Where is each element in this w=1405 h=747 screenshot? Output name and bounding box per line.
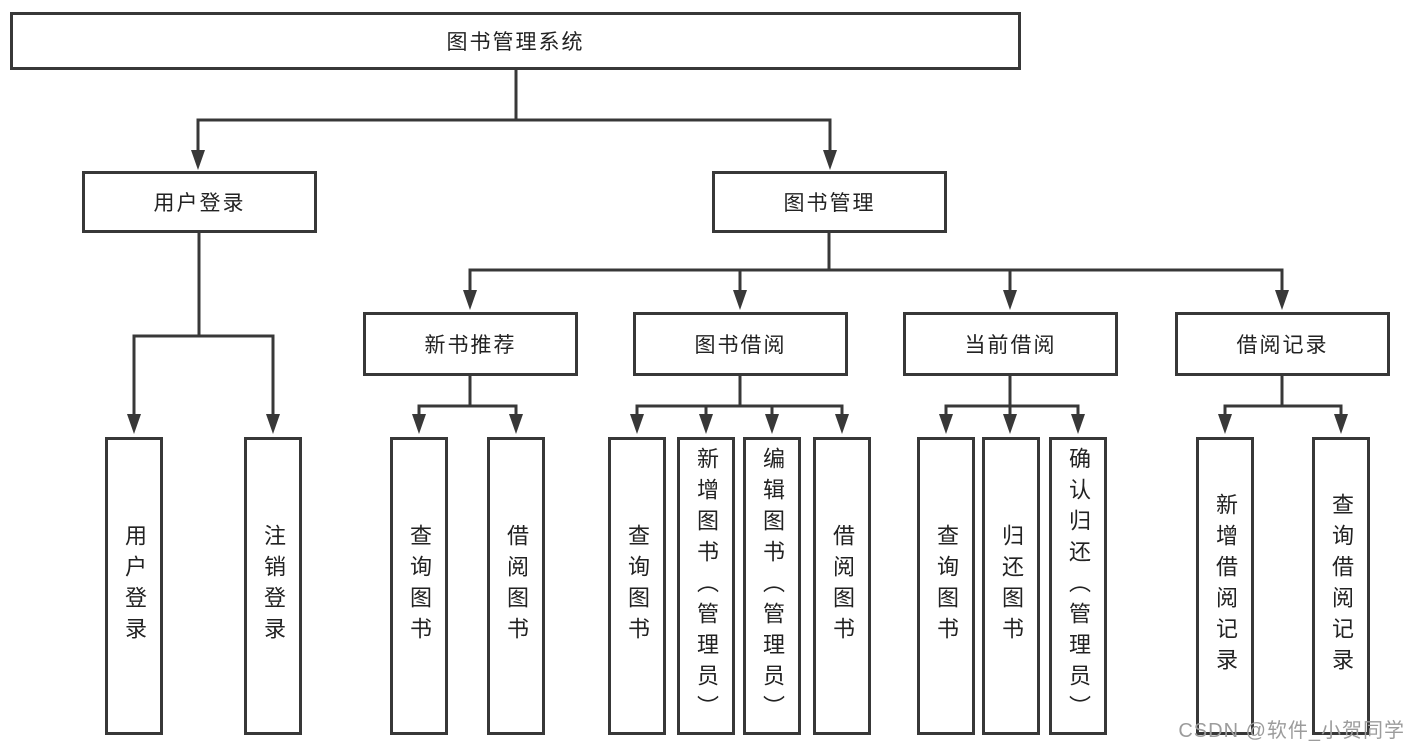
node-new-book-recommendation: 新书推荐: [363, 312, 578, 376]
node-return-books: 归还图书: [982, 437, 1040, 735]
node-label: 新书推荐: [424, 334, 517, 357]
node-label: 查询借阅记录: [1329, 493, 1354, 679]
node-label: 新增图书（管理员）: [694, 446, 719, 726]
node-book-management: 图书管理: [712, 171, 947, 233]
node-borrowing-records: 借阅记录: [1175, 312, 1390, 376]
node-query-borrow-record: 查询借阅记录: [1312, 437, 1370, 735]
node-query-books: 查询图书: [390, 437, 448, 735]
node-add-book-admin: 新增图书（管理员）: [677, 437, 735, 735]
node-logout: 注销登录: [244, 437, 302, 735]
node-label: 查询图书: [934, 524, 959, 648]
node-book-borrowing: 图书借阅: [633, 312, 848, 376]
node-label: 用户登录: [122, 524, 147, 648]
node-label: 新增借阅记录: [1213, 493, 1238, 679]
node-label: 查询图书: [625, 524, 650, 648]
node-label: 图书借阅: [694, 334, 787, 357]
node-label: 借阅图书: [830, 524, 855, 648]
node-label: 借阅记录: [1236, 334, 1329, 357]
node-query-books: 查询图书: [917, 437, 975, 735]
node-label: 借阅图书: [504, 524, 529, 648]
node-label: 注销登录: [261, 524, 286, 648]
node-add-borrow-record: 新增借阅记录: [1196, 437, 1254, 735]
node-label: 图书管理系统: [446, 31, 585, 54]
node-borrow-books: 借阅图书: [487, 437, 545, 735]
node-confirm-return-admin: 确认归还（管理员）: [1049, 437, 1107, 735]
node-label: 图书管理: [783, 192, 876, 215]
node-label: 归还图书: [999, 524, 1024, 648]
node-current-borrowing: 当前借阅: [903, 312, 1118, 376]
node-label: 用户登录: [153, 192, 246, 215]
node-query-books: 查询图书: [608, 437, 666, 735]
node-borrow-books: 借阅图书: [813, 437, 871, 735]
node-user-login: 用户登录: [105, 437, 163, 735]
node-label: 当前借阅: [964, 334, 1057, 357]
csdn-watermark: CSDN @软件_小贺同学: [1178, 720, 1405, 742]
node-label: 编辑图书（管理员）: [760, 446, 785, 726]
node-user-login-branch: 用户登录: [82, 171, 317, 233]
node-label: 查询图书: [407, 524, 432, 648]
node-library-management-system: 图书管理系统: [10, 12, 1021, 70]
node-label: 确认归还（管理员）: [1066, 446, 1091, 726]
node-edit-book-admin: 编辑图书（管理员）: [743, 437, 801, 735]
